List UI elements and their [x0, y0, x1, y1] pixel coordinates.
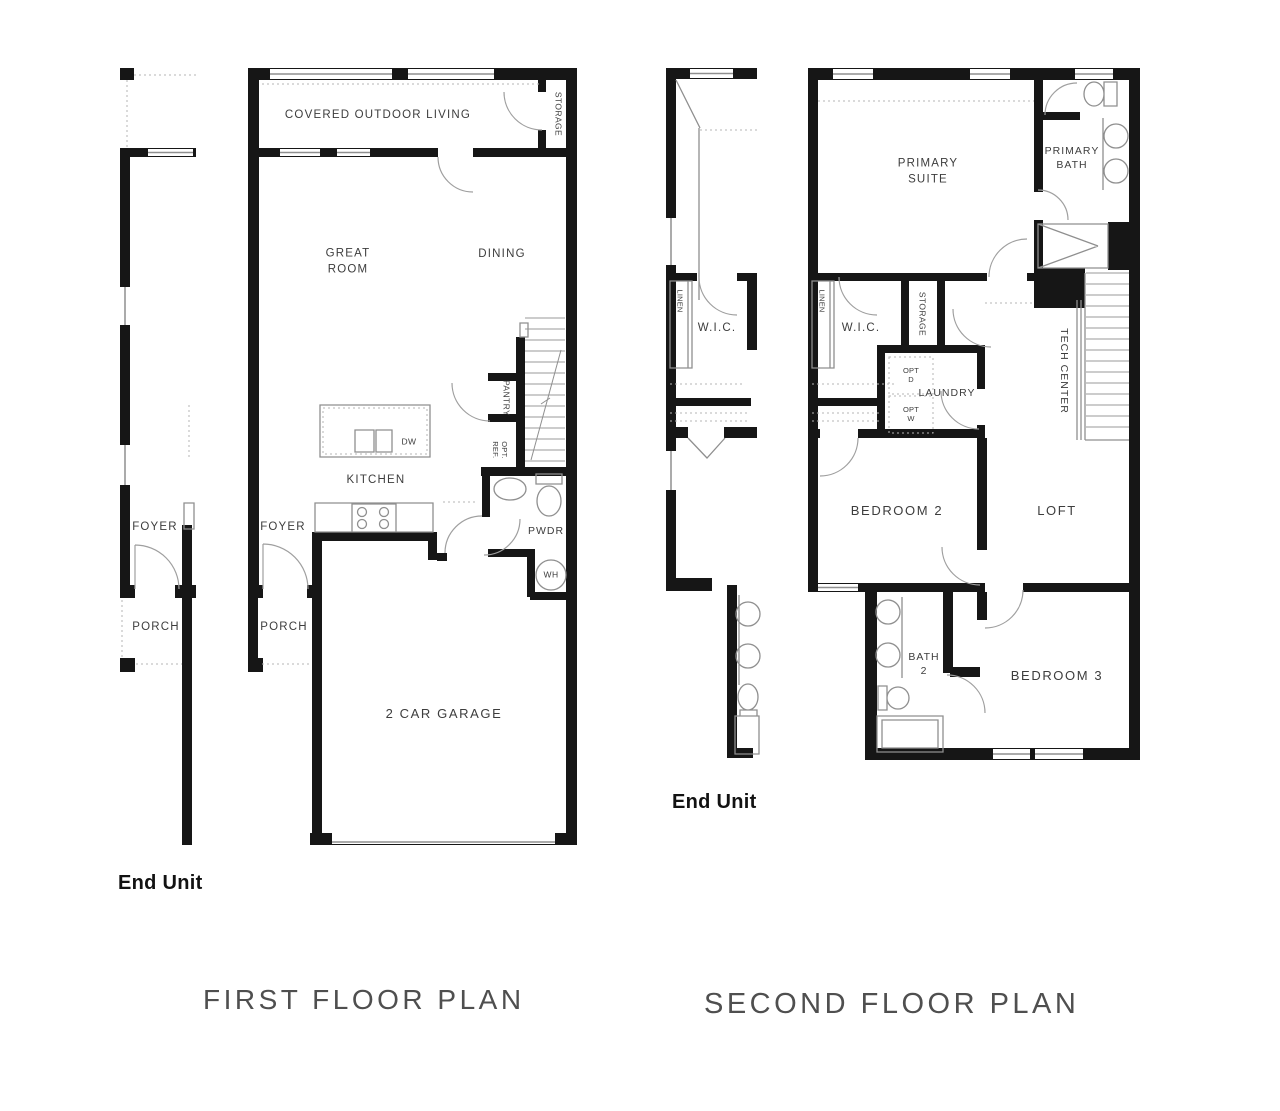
room-label-foyer: FOYER [260, 521, 306, 534]
room-label-primary-bath: PRIMARY BATH [1044, 144, 1100, 171]
room-label-covered-outdoor-living: COVERED OUTDOOR LIVING [284, 109, 472, 122]
window-glass-lines [124, 73, 555, 843]
room-label-pwdr: PWDR [527, 524, 565, 537]
room-label-garage: 2 CAR GARAGE [385, 706, 503, 722]
fixture-label-dishwasher: DW [401, 436, 417, 447]
room-label-dining: DINING [478, 248, 526, 261]
room-label-laundry: LAUNDRY [918, 386, 976, 399]
room-label-porch: PORCH [260, 621, 308, 634]
dashed-lines [121, 74, 540, 665]
fixtures [183, 322, 567, 591]
end-unit-note-second-floor: End Unit [672, 791, 757, 813]
fixture-label-water-heater: WH [543, 569, 559, 580]
room-label-storage-1f: STORAGE [553, 91, 564, 137]
room-label-storage-2f: STORAGE [917, 291, 928, 337]
room-label-tech-center: TECH CENTER [1058, 328, 1071, 414]
caption-first-floor-plan: FIRST FLOOR PLAN [203, 984, 525, 1015]
window-glass-lines [670, 72, 1113, 755]
end-unit-note-first-floor: End Unit [118, 872, 203, 894]
room-label-great-room: GREAT ROOM [325, 247, 371, 275]
closet-label-linen: LINEN [817, 289, 827, 313]
first-floor-plan [120, 68, 577, 845]
room-label-wic: W.I.C. [841, 322, 881, 335]
closet-label-neighbor-linen: LINEN [675, 289, 685, 313]
room-label-bedroom2: BEDROOM 2 [850, 503, 944, 519]
room-label-kitchen: KITCHEN [346, 474, 406, 487]
fixture-label-opt-dryer: OPT D [902, 366, 920, 384]
room-label-neighbor-wic: W.I.C. [697, 322, 737, 335]
caption-second-floor-plan: SECOND FLOOR PLAN [704, 988, 1080, 1020]
room-label-bath2: BATH 2 [908, 650, 940, 677]
door-arcs [698, 82, 1078, 714]
room-label-neighbor-porch: PORCH [132, 621, 180, 634]
room-label-primary-suite: PRIMARY SUITE [897, 157, 959, 185]
room-label-pantry: PANTRY [501, 379, 512, 417]
stair-direction-line [530, 349, 562, 461]
dashed-lines [670, 100, 1034, 434]
second-floor-plan [666, 68, 1140, 760]
room-label-neighbor-foyer: FOYER [132, 521, 178, 534]
door-arcs [134, 91, 543, 590]
fixture-label-opt-ref: OPT. REF. [491, 441, 509, 459]
room-label-loft: LOFT [1037, 503, 1077, 519]
room-label-bedroom3: BEDROOM 3 [1010, 668, 1104, 684]
fixture-label-opt-washer: OPT W [902, 405, 920, 423]
fixtures [669, 79, 1129, 755]
stair-treads [525, 317, 565, 462]
stair-treads [1086, 272, 1129, 428]
